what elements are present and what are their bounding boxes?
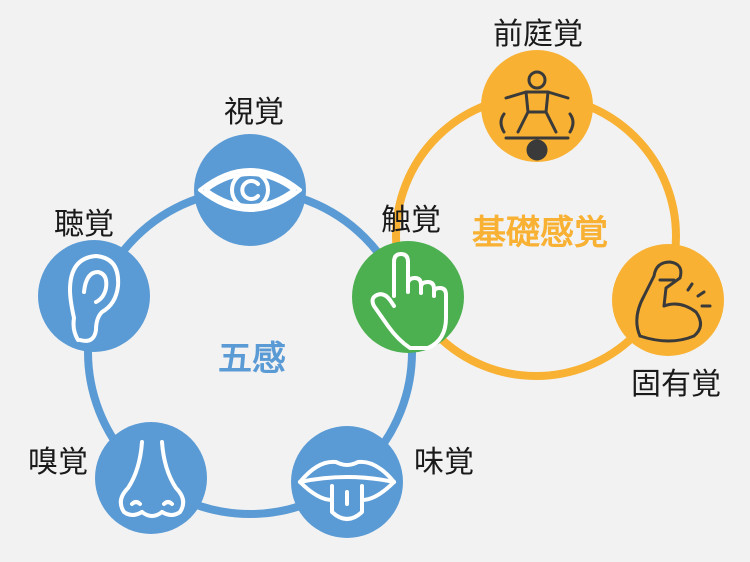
basic-senses-title: 基礎感覚 bbox=[472, 213, 608, 253]
nose-icon bbox=[118, 440, 186, 518]
taste-node bbox=[291, 426, 403, 538]
five-senses-title: 五感 bbox=[218, 339, 286, 379]
proprioception-label: 固有覚 bbox=[631, 367, 721, 402]
pointing-hand-icon bbox=[370, 252, 448, 350]
smell-node bbox=[95, 422, 207, 534]
hearing-label: 聴覚 bbox=[54, 207, 114, 242]
touch-node bbox=[352, 241, 464, 353]
ear-icon bbox=[68, 254, 121, 343]
smell-label: 嗅覚 bbox=[28, 445, 88, 480]
eye-icon bbox=[198, 168, 302, 212]
hearing-node bbox=[38, 240, 150, 352]
proprioception-node bbox=[612, 244, 724, 356]
vestibular-label: 前庭覚 bbox=[493, 17, 583, 52]
taste-label: 味覚 bbox=[414, 445, 474, 480]
balance-person-icon bbox=[499, 70, 575, 161]
sight-label: 視覚 bbox=[224, 95, 284, 130]
flexed-arm-icon bbox=[635, 260, 712, 343]
vestibular-node bbox=[481, 50, 593, 162]
sight-node bbox=[194, 134, 306, 246]
mouth-tongue-icon bbox=[298, 459, 396, 521]
touch-label: 触覚 bbox=[381, 203, 441, 238]
